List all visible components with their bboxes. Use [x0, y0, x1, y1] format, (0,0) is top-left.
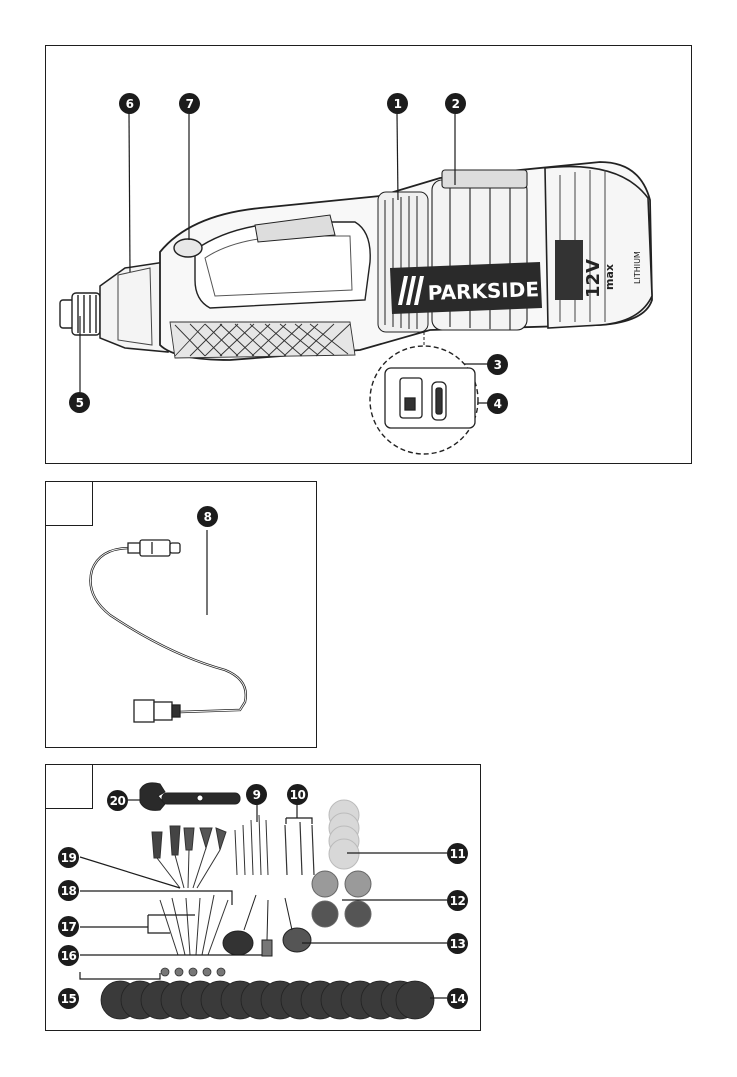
mandrel-screws	[161, 968, 225, 976]
mandrels	[285, 822, 314, 875]
callout-15: 15	[58, 988, 79, 1009]
wrench	[140, 783, 240, 810]
cutting-discs	[101, 981, 434, 1019]
callout-9: 9	[246, 784, 267, 805]
callout-2: 2	[445, 93, 466, 114]
usb-c-plug	[128, 540, 180, 556]
rotary-tool-illustration: PARKSIDE 12V max LITHIUM	[0, 0, 737, 470]
callout-6: 6	[119, 93, 140, 114]
callout-11: 11	[447, 843, 468, 864]
usb-a-plug	[134, 700, 180, 722]
sanding-discs	[312, 871, 371, 927]
callout-1: 1	[387, 93, 408, 114]
callout-5: 5	[69, 392, 90, 413]
tool-nose	[100, 262, 168, 352]
callout-13: 13	[447, 933, 468, 954]
battery-max-label: max	[603, 264, 616, 290]
router-bits	[235, 815, 268, 875]
polishing-felts	[329, 800, 359, 869]
callout-10: 10	[287, 784, 308, 805]
brand-logo: PARKSIDE	[427, 277, 539, 305]
grip-hatch	[170, 322, 355, 358]
grinding-stones	[152, 826, 226, 888]
callout-19: 19	[58, 847, 79, 868]
callout-17: 17	[58, 916, 79, 937]
engraving-bits	[160, 895, 228, 955]
callout-16: 16	[58, 945, 79, 966]
callout-3: 3	[487, 354, 508, 375]
brushes	[223, 895, 311, 956]
battery-voltage-label: 12V	[583, 259, 604, 298]
callout-18: 18	[58, 880, 79, 901]
callout-20: 20	[107, 790, 128, 811]
callout-14: 14	[447, 988, 468, 1009]
callout-12: 12	[447, 890, 468, 911]
spindle-lock-button	[174, 239, 202, 257]
callout-7: 7	[179, 93, 200, 114]
callout-4: 4	[487, 393, 508, 414]
usb-charging-cable-illustration	[0, 470, 737, 760]
callout-8: 8	[197, 506, 218, 527]
battery-type-label: LITHIUM	[633, 251, 642, 284]
cable-wire	[90, 548, 245, 712]
